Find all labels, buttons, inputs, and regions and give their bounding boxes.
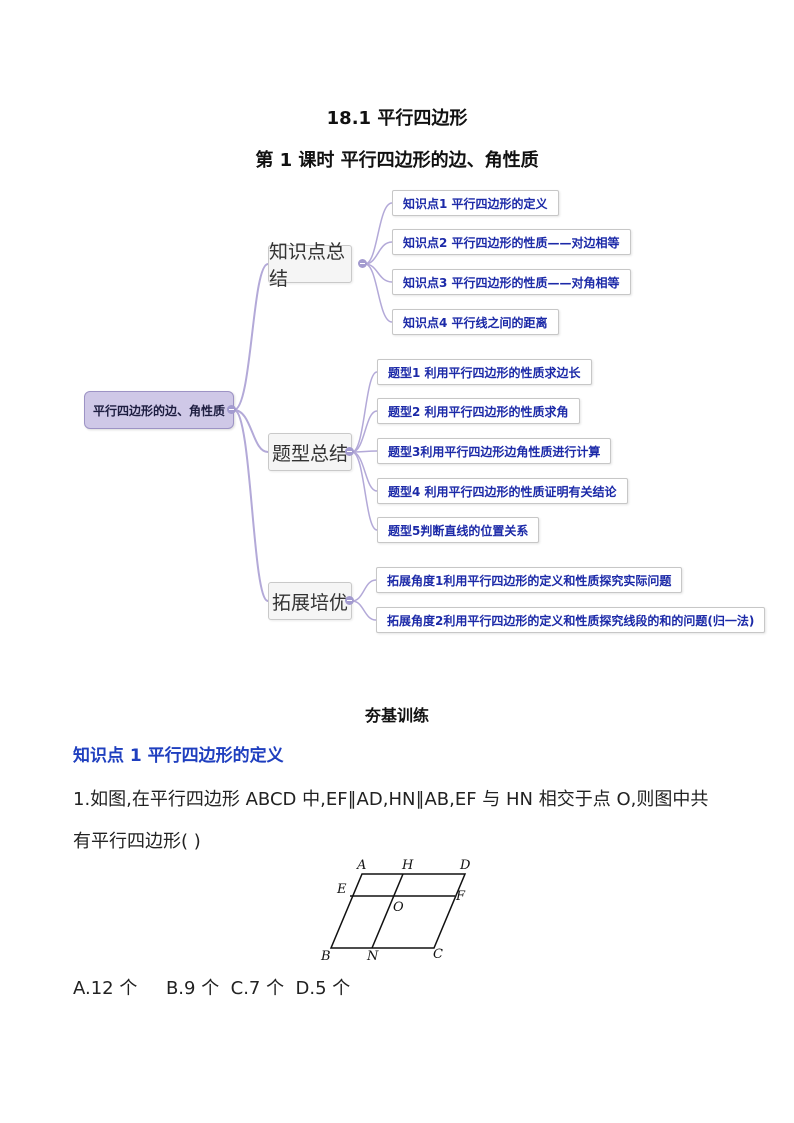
question-text: 1.如图,在平行四边形 ABCD 中,EF∥AD,HN∥AB,EF 与 HN 相… [73, 789, 709, 810]
figure-label-a: A [356, 858, 366, 873]
answer-options: A.12 个 B.9 个 C.7 个 D.5 个 [73, 978, 351, 999]
leaf-label: 知识点3 平行四边形的性质——对角相等 [403, 275, 620, 290]
page-subtitle: 第 1 课时 平行四边形的边、角性质 [255, 150, 539, 171]
collapse-icon[interactable] [358, 259, 367, 268]
figure-label-d: D [459, 858, 471, 873]
mindmap-leaf[interactable]: 题型1 利用平行四边形的性质求边长 [377, 359, 592, 385]
leaf-label: 拓展角度1利用平行四边形的定义和性质探究实际问题 [387, 573, 672, 588]
figure-label-f: F [455, 889, 466, 904]
mindmap-category-extension[interactable]: 拓展培优 [268, 582, 352, 620]
leaf-label: 题型4 利用平行四边形的性质证明有关结论 [388, 484, 617, 499]
mindmap-leaf[interactable]: 拓展角度1利用平行四边形的定义和性质探究实际问题 [376, 567, 683, 593]
figure-label-e: E [336, 882, 347, 897]
page-title: 18.1 平行四边形 [326, 108, 468, 129]
section-title: 夯基训练 [364, 706, 429, 725]
mindmap-leaf[interactable]: 题型4 利用平行四边形的性质证明有关结论 [377, 478, 628, 504]
leaf-label: 知识点4 平行线之间的距离 [403, 315, 548, 330]
leaf-label: 题型3利用平行四边形边角性质进行计算 [388, 444, 601, 459]
figure-label-b: B [320, 949, 331, 964]
category-label: 知识点总结 [269, 241, 346, 290]
mindmap-leaf[interactable]: 拓展角度2利用平行四边形的定义和性质探究线段的和的问题(归一法) [376, 607, 766, 633]
parallelogram-figure: A H D E F O B N C [320, 858, 471, 964]
mindmap-leaf[interactable]: 题型3利用平行四边形边角性质进行计算 [377, 438, 612, 464]
figure-label-o: O [393, 900, 404, 915]
leaf-label: 题型2 利用平行四边形的性质求角 [388, 404, 569, 419]
collapse-icon[interactable] [345, 596, 354, 605]
mindmap-root-label: 平行四边形的边、角性质 [92, 403, 225, 418]
collapse-icon[interactable] [345, 447, 354, 456]
category-label: 拓展培优 [271, 591, 348, 614]
leaf-label: 知识点1 平行四边形的定义 [403, 196, 548, 211]
question-text-continued: 有平行四边形( ) [73, 831, 201, 852]
figure-label-n: N [366, 949, 379, 964]
mindmap-connectors [233, 202, 393, 621]
mindmap-leaf[interactable]: 题型2 利用平行四边形的性质求角 [377, 398, 580, 424]
mindmap-root[interactable]: 平行四边形的边、角性质 [84, 391, 234, 429]
mindmap-leaf[interactable]: 题型5判断直线的位置关系 [377, 517, 540, 543]
collapse-icon[interactable] [227, 405, 236, 414]
leaf-label: 题型5判断直线的位置关系 [388, 523, 529, 538]
knowledge-point-heading: 知识点 1 平行四边形的定义 [73, 746, 284, 766]
mindmap-category-question-types[interactable]: 题型总结 [268, 433, 352, 471]
mindmap-category-knowledge[interactable]: 知识点总结 [268, 241, 352, 290]
leaf-label: 题型1 利用平行四边形的性质求边长 [388, 365, 581, 380]
mindmap-leaf[interactable]: 知识点1 平行四边形的定义 [392, 190, 559, 216]
mindmap-leaf[interactable]: 知识点2 平行四边形的性质——对边相等 [392, 229, 631, 255]
leaf-label: 拓展角度2利用平行四边形的定义和性质探究线段的和的问题(归一法) [387, 613, 755, 628]
figure-label-c: C [433, 947, 443, 962]
category-label: 题型总结 [271, 442, 348, 465]
leaf-label: 知识点2 平行四边形的性质——对边相等 [403, 235, 620, 250]
figure-label-h: H [401, 858, 414, 873]
mindmap-leaf[interactable]: 知识点4 平行线之间的距离 [392, 309, 559, 335]
mindmap-leaf[interactable]: 知识点3 平行四边形的性质——对角相等 [392, 269, 631, 295]
